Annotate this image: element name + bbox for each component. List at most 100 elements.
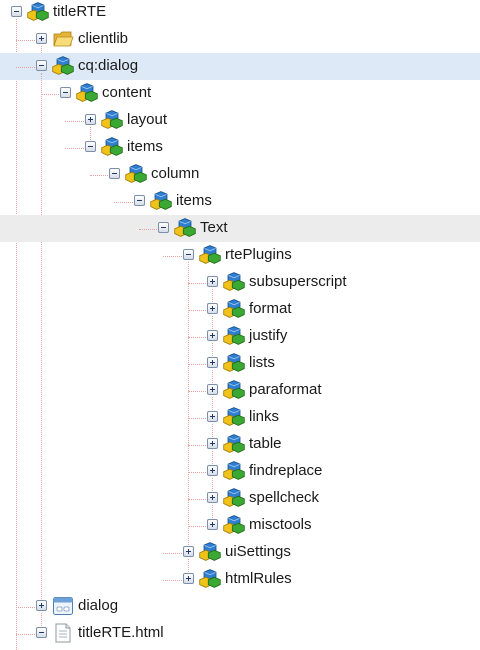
tree-node-label[interactable]: uiSettings (225, 543, 291, 560)
tree-row[interactable]: links (0, 404, 480, 431)
expand-toggle[interactable] (207, 303, 218, 314)
tree-node-label[interactable]: spellcheck (249, 489, 320, 506)
tree-guide-line (90, 175, 108, 176)
collapse-toggle[interactable] (183, 249, 194, 260)
tree-node-label[interactable]: links (249, 408, 280, 425)
tree-node-label[interactable]: table (249, 435, 282, 452)
tree-guide-line (212, 424, 213, 445)
file-icon (52, 623, 74, 643)
tree-node-label[interactable]: content (102, 84, 152, 101)
collapse-toggle[interactable] (109, 168, 120, 179)
tree-guide-line (188, 472, 206, 473)
collapse-toggle[interactable] (85, 141, 96, 152)
expand-toggle[interactable] (207, 465, 218, 476)
tree-row[interactable]: column (0, 161, 480, 188)
tree-row[interactable]: Text (0, 215, 480, 242)
tree-row[interactable]: htmlRules (0, 566, 480, 593)
tree-guide-line (41, 613, 42, 634)
tree-guide-line (188, 499, 206, 500)
tree-node-label[interactable]: justify (249, 327, 288, 344)
tree-guide-line (212, 451, 213, 472)
tree-row[interactable]: rtePlugins (0, 242, 480, 269)
tree-guide-line (41, 94, 59, 95)
node-icon (199, 542, 221, 562)
collapse-toggle[interactable] (60, 87, 71, 98)
tree-row[interactable]: items (0, 134, 480, 161)
expand-toggle[interactable] (207, 438, 218, 449)
tree-row[interactable]: format (0, 296, 480, 323)
node-icon (223, 299, 245, 319)
tree-node-label[interactable]: paraformat (249, 381, 322, 398)
tree-node-label[interactable]: items (176, 192, 212, 209)
node-icon (101, 137, 123, 157)
tree-row[interactable]: justify (0, 323, 480, 350)
node-icon (199, 569, 221, 589)
node-icon (125, 164, 147, 184)
tree-guide-line (188, 337, 206, 338)
tree-row[interactable]: subsuperscript (0, 269, 480, 296)
tree-row[interactable]: layout (0, 107, 480, 134)
tree-row[interactable]: lists (0, 350, 480, 377)
tree-node-label[interactable]: titleRTE.html (78, 624, 164, 641)
collapse-toggle[interactable] (36, 60, 47, 71)
tree-row[interactable]: table (0, 431, 480, 458)
tree-node-label[interactable]: cq:dialog (78, 57, 139, 74)
expand-toggle[interactable] (207, 276, 218, 287)
expand-toggle[interactable] (183, 546, 194, 557)
collapse-toggle[interactable] (134, 195, 145, 206)
tree-row[interactable]: spellcheck (0, 485, 480, 512)
tree-node-label[interactable]: clientlib (78, 30, 129, 47)
tree-row[interactable]: paraformat (0, 377, 480, 404)
expand-toggle[interactable] (207, 519, 218, 530)
tree-guide-line (188, 364, 206, 365)
expand-toggle[interactable] (36, 600, 47, 611)
collapse-toggle[interactable] (36, 627, 47, 638)
tree-node-label[interactable]: lists (249, 354, 275, 371)
tree-guide-line (163, 256, 182, 257)
tree-row[interactable]: titleRTE.html (0, 620, 480, 647)
tree-guide-line (188, 526, 206, 527)
tree-node-label[interactable]: Text (200, 219, 228, 236)
tree-node-label[interactable]: layout (127, 111, 168, 128)
tree-guide-line (212, 370, 213, 391)
tree-node-label[interactable]: rtePlugins (225, 246, 292, 263)
tree-node-label[interactable]: dialog (78, 597, 119, 614)
tree-row[interactable]: titleRTE (0, 0, 480, 26)
tree-node-label[interactable]: findreplace (249, 462, 323, 479)
tree-row[interactable]: findreplace (0, 458, 480, 485)
tree-guide-line (188, 391, 206, 392)
tree-node-label[interactable]: subsuperscript (249, 273, 347, 290)
tree-guide-line (188, 262, 189, 553)
node-icon (223, 515, 245, 535)
node-icon (174, 218, 196, 238)
tree-guide-line (188, 283, 206, 284)
tree-guide-line (163, 553, 182, 554)
tree-guide-line (16, 19, 17, 650)
tree-row[interactable]: clientlib (0, 26, 480, 53)
tree-guide-line (16, 67, 35, 68)
tree-row[interactable]: misctools (0, 512, 480, 539)
node-icon (223, 326, 245, 346)
tree-node-label[interactable]: format (249, 300, 292, 317)
expand-toggle[interactable] (207, 357, 218, 368)
expand-toggle[interactable] (207, 411, 218, 422)
tree-row[interactable]: content (0, 80, 480, 107)
expand-toggle[interactable] (207, 330, 218, 341)
tree-node-label[interactable]: titleRTE (53, 3, 107, 20)
tree-row[interactable]: uiSettings (0, 539, 480, 566)
tree-node-label[interactable]: htmlRules (225, 570, 292, 587)
expand-toggle[interactable] (36, 33, 47, 44)
expand-toggle[interactable] (207, 384, 218, 395)
tree-node-label[interactable]: items (127, 138, 163, 155)
collapse-toggle[interactable] (158, 222, 169, 233)
expand-toggle[interactable] (85, 114, 96, 125)
collapse-toggle[interactable] (11, 6, 22, 17)
tree-node-label[interactable]: column (151, 165, 200, 182)
tree-row[interactable]: dialog (0, 593, 480, 620)
tree-row[interactable]: items (0, 188, 480, 215)
expand-toggle[interactable] (183, 573, 194, 584)
expand-toggle[interactable] (207, 492, 218, 503)
tree-row[interactable]: cq:dialog (0, 53, 480, 80)
node-icon (223, 353, 245, 373)
tree-node-label[interactable]: misctools (249, 516, 312, 533)
